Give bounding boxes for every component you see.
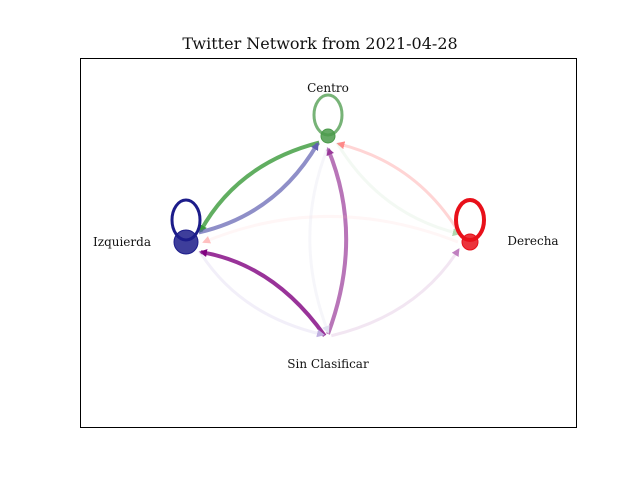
edge-sin_clasificar-to-izquierda <box>198 249 327 337</box>
node-izquierda <box>173 229 199 255</box>
edge-izquierda-to-centro <box>198 142 320 235</box>
edge-derecha-to-centro <box>336 141 462 236</box>
edge-centro-to-izquierda <box>198 140 320 233</box>
node-derecha <box>461 233 479 251</box>
edge-derecha-to-izquierda <box>202 215 459 244</box>
plot-frame <box>80 58 577 428</box>
node-label-sin_clasificar: Sin Clasificar <box>287 357 369 371</box>
nodes-layer <box>173 128 479 255</box>
edge-sin_clasificar-to-derecha <box>330 248 460 338</box>
node-centro <box>320 128 336 144</box>
edge-centro-to-sin_clasificar <box>308 146 330 334</box>
self-loops-layer <box>170 93 486 242</box>
edge-sin_clasificar-to-centro <box>326 147 349 335</box>
edges-layer <box>197 140 462 338</box>
node-label-izquierda: Izquierda <box>93 235 151 249</box>
node-label-derecha: Derecha <box>507 234 558 248</box>
edge-izquierda-to-sin_clasificar <box>197 250 325 338</box>
edge-centro-to-derecha <box>335 141 461 237</box>
chart-title: Twitter Network from 2021-04-28 <box>182 34 458 53</box>
node-label-centro: Centro <box>307 81 349 95</box>
